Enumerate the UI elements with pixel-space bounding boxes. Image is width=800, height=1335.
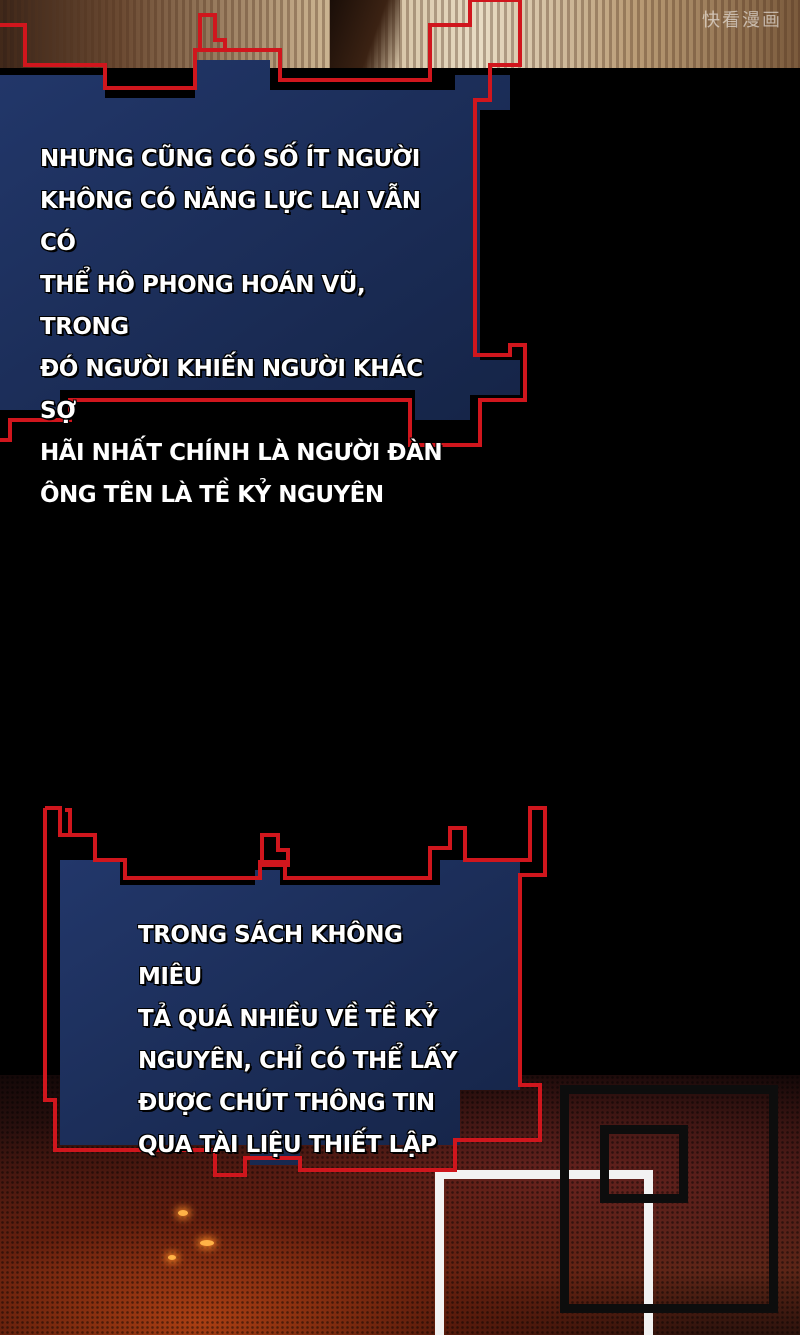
watermark: 快看漫画 <box>702 10 782 31</box>
caption-border-2 <box>43 806 547 1177</box>
caption-frame-1 <box>0 0 527 447</box>
hair-shadow <box>330 0 400 68</box>
caption-frame-2 <box>43 806 547 1177</box>
caption-text-1: NHƯNG CŨNG CÓ SỐ ÍT NGƯỜI KHÔNG CÓ NĂNG … <box>39 145 443 508</box>
cage-bars-inner <box>600 1125 688 1203</box>
ember-spark <box>178 1210 188 1216</box>
bottom-illustration <box>0 1075 800 1335</box>
cage-bars-light <box>435 1170 653 1335</box>
top-illustration: 快看漫画 <box>0 0 800 68</box>
frame-notch <box>260 833 290 867</box>
frame-notch <box>198 13 227 52</box>
caption-fill-1 <box>0 60 520 420</box>
ember-spark <box>200 1240 214 1246</box>
caption-text-2: TRONG SÁCH KHÔNG MIÊU TẢ QUÁ NHIỀU VỀ TỀ… <box>137 921 458 1158</box>
cage-bars-dark <box>560 1085 778 1313</box>
ember-spark <box>168 1255 176 1260</box>
caption-border-1 <box>0 0 527 447</box>
caption-fill-2 <box>60 860 520 1165</box>
